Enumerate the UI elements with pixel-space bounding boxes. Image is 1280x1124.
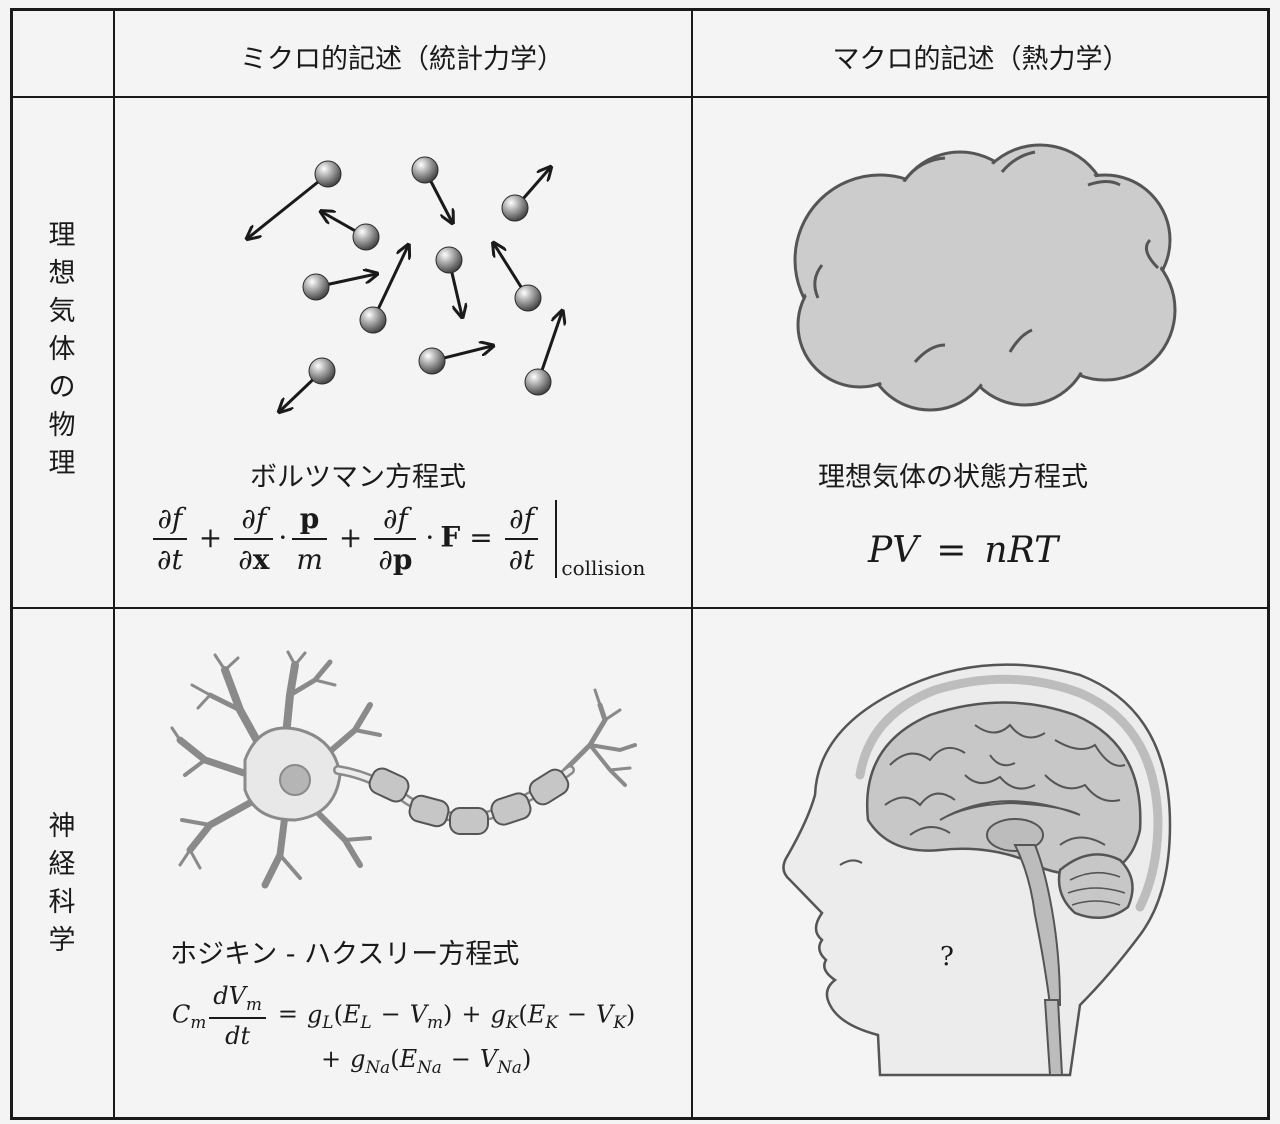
- neuron-illustration: [170, 650, 637, 889]
- gas-particle: [524, 368, 552, 396]
- velocity-arrow: [494, 244, 524, 291]
- eq-frac-df-dx: ∂f ∂x: [234, 502, 274, 576]
- boltzmann-equation: ∂f ∂t + ∂f ∂x · p m + ∂f ∂p ·F= ∂f ∂t co…: [150, 500, 645, 580]
- row-label-ideal-gas: 理想気体の物理: [42, 217, 82, 483]
- row-label-char: 理: [48, 448, 76, 479]
- eq-frac-p-m: p m: [292, 502, 327, 576]
- gas-particle: [418, 347, 446, 375]
- ideal-gas-law-equation: PV=nRT: [868, 530, 1059, 571]
- velocity-arrow: [375, 246, 408, 312]
- row-label-char: 想: [48, 258, 76, 289]
- column-header-macro: マクロ的記述（熱力学）: [832, 44, 1130, 75]
- column-header-micro: ミクロ的記述（統計力学）: [240, 44, 564, 75]
- table-divider-v1: [113, 11, 115, 1117]
- gas-particle: [352, 223, 380, 251]
- head-brain-illustration: [782, 663, 1172, 1077]
- velocity-arrow: [449, 269, 462, 316]
- row-label-neuroscience: 神経科学: [42, 808, 82, 960]
- row-label-char: の: [48, 372, 76, 403]
- table-divider-v2: [691, 11, 693, 1117]
- gas-particle: [435, 246, 463, 274]
- velocity-arrow: [280, 376, 316, 411]
- row-label-char: 体: [48, 334, 76, 365]
- eq-frac-df-dt-collision: ∂f ∂t: [504, 502, 539, 576]
- row-label-char: 経: [48, 849, 76, 880]
- gas-particle: [314, 160, 342, 188]
- comparison-table: [10, 8, 1270, 1120]
- table-divider-h1: [13, 96, 1267, 98]
- gas-particle: [308, 357, 336, 385]
- eq-frac-df-dp: ∂f ∂p: [374, 502, 417, 576]
- question-mark: ?: [940, 942, 954, 972]
- gas-particle: [501, 194, 529, 222]
- gas-particle: [514, 284, 542, 312]
- row-label-char: 神: [48, 811, 76, 842]
- hodgkin-huxley-caption: ホジキン - ハクスリー方程式: [170, 939, 520, 970]
- velocity-arrow: [520, 168, 550, 202]
- gas-particle: [411, 156, 439, 184]
- ideal-gas-law-caption: 理想気体の状態方程式: [818, 462, 1088, 493]
- row-label-char: 物: [48, 410, 76, 441]
- gas-particle: [302, 273, 330, 301]
- row-label-char: 学: [48, 925, 76, 956]
- row-label-char: 気: [48, 296, 76, 327]
- velocity-arrow: [441, 346, 492, 361]
- velocity-arrow: [322, 212, 359, 234]
- eq-frac-df-dt: ∂f ∂t: [153, 502, 187, 576]
- boltzmann-caption: ボルツマン方程式: [250, 462, 466, 493]
- gas-particle: [359, 306, 387, 334]
- cloud-illustration: [793, 143, 1177, 412]
- row-label-char: 科: [48, 887, 76, 918]
- table-divider-h2: [13, 607, 1267, 609]
- hodgkin-huxley-equation-line1: Cm dVm dt =gL(EL−Vm)+gK(EK−VK): [172, 982, 636, 1050]
- row-label-char: 理: [48, 220, 76, 251]
- hodgkin-huxley-equation-line2: +gNa(ENa−VNa): [321, 1045, 532, 1077]
- velocity-arrow: [248, 179, 322, 238]
- velocity-arrow: [539, 312, 562, 374]
- velocity-arrow: [428, 178, 452, 222]
- velocity-arrow: [325, 274, 376, 287]
